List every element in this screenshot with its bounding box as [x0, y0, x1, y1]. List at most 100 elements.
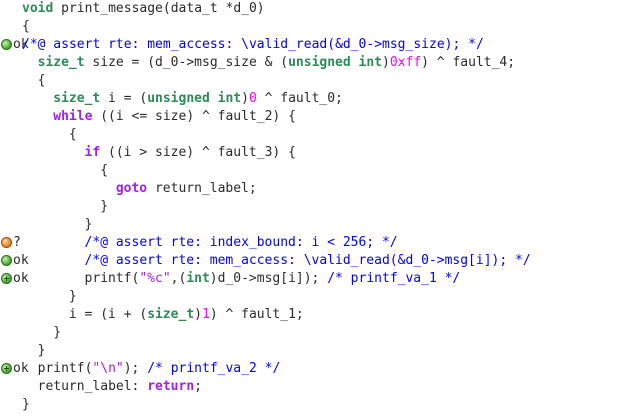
code-line[interactable]: } [0, 324, 627, 342]
code-text: } [85, 216, 93, 234]
status-label: ok [13, 271, 29, 286]
type-token: void [22, 1, 54, 16]
number-token: 0 [248, 91, 257, 106]
string-token: "\n" [92, 361, 124, 376]
code-line[interactable]: } [0, 216, 627, 234]
status-gutter[interactable]: ok [0, 36, 38, 54]
code-line[interactable]: return_label: return; [0, 378, 627, 396]
code-token: ) [194, 307, 202, 322]
type-token: unsigned int [147, 91, 242, 106]
status-gutter[interactable]: ok [0, 360, 38, 378]
comment-token: /*@ assert rte: index_bound: i < 256; */ [84, 235, 398, 250]
keyword-token: while [53, 109, 93, 124]
comment-token: /*@ assert rte: mem_access: \valid_read(… [22, 37, 484, 52]
ok-status-icon[interactable] [1, 255, 12, 266]
code-text: goto return_label; [116, 180, 257, 198]
number-token: 1 [201, 307, 210, 322]
code-token: { [68, 127, 77, 142]
status-label: ok [13, 37, 29, 52]
code-line[interactable]: goto return_label; [0, 180, 627, 198]
code-token: ) [382, 55, 390, 70]
code-line[interactable]: ? /*@ assert rte: index_bound: i < 256; *… [0, 234, 627, 252]
code-line[interactable]: ok printf("\n"); /* printf_va_2 */ [0, 360, 627, 378]
code-text: } [69, 288, 77, 306]
code-line[interactable]: size_t i = (unsigned int)0 ^ fault_0; [0, 90, 627, 108]
code-token: printf( [84, 271, 140, 286]
code-token: ; [194, 379, 202, 394]
code-token: printf( [37, 361, 93, 376]
code-token: } [84, 217, 93, 232]
code-text: printf("%c",(int)d_0->msg[i]); /* printf… [85, 270, 461, 288]
keyword-token: return [147, 379, 195, 394]
status-label: ok [13, 361, 29, 376]
code-line[interactable]: } [0, 342, 627, 360]
status-gutter[interactable]: ? [0, 234, 38, 252]
code-token: ,( [170, 271, 187, 286]
ok-plus-status-icon[interactable] [1, 273, 12, 284]
type-token: size_t [147, 307, 195, 322]
status-label: ? [13, 235, 21, 250]
code-line[interactable]: { [0, 18, 627, 36]
code-text: void print_message(data_t *d_0) [22, 0, 265, 18]
comment-token: /* printf_va_1 */ [327, 271, 461, 286]
code-token: ) ^ fault_1; [209, 307, 304, 322]
code-token: ((i <= size) ^ fault_2) { [92, 109, 296, 124]
status-gutter[interactable]: ok [0, 252, 38, 270]
code-text: /*@ assert rte: mem_access: \valid_read(… [85, 252, 531, 270]
code-text: } [22, 396, 30, 414]
code-line[interactable]: i = (i + (size_t)1) ^ fault_1; [0, 306, 627, 324]
type-token: int [186, 271, 210, 286]
code-text: /*@ assert rte: mem_access: \valid_read(… [22, 36, 484, 54]
code-token: { [37, 73, 46, 88]
code-line[interactable]: void print_message(data_t *d_0) [0, 0, 627, 18]
code-line[interactable]: } [0, 396, 627, 414]
code-token: ); [123, 361, 148, 376]
type-token: unsigned int [288, 55, 383, 70]
comment-token: /* printf_va_2 */ [147, 361, 281, 376]
code-token: size = (d_0->msg_size & ( [84, 55, 289, 70]
code-line[interactable]: { [0, 162, 627, 180]
code-line[interactable]: } [0, 288, 627, 306]
code-line[interactable]: while ((i <= size) ^ fault_2) { [0, 108, 627, 126]
code-token: ) ^ fault_4; [421, 55, 516, 70]
code-token: ^ fault_0; [256, 91, 343, 106]
keyword-token: goto [115, 181, 148, 196]
status-gutter[interactable]: ok [0, 270, 38, 288]
code-token: } [68, 289, 77, 304]
ok-plus-status-icon[interactable] [1, 363, 12, 374]
code-token: i = (i + ( [68, 307, 148, 322]
status-label: ok [13, 253, 29, 268]
code-token: } [100, 199, 109, 214]
code-token: ) [241, 91, 249, 106]
code-line[interactable]: { [0, 72, 627, 90]
code-text: if ((i > size) ^ fault_3) { [85, 144, 296, 162]
code-text: } [38, 342, 46, 360]
string-token: "%c" [139, 271, 171, 286]
code-line[interactable]: ok/*@ assert rte: mem_access: \valid_rea… [0, 36, 627, 54]
code-line[interactable]: } [0, 198, 627, 216]
code-text: return_label: return; [38, 378, 202, 396]
code-token: { [22, 19, 30, 34]
code-text: } [100, 198, 108, 216]
ok-status-icon[interactable] [1, 39, 12, 50]
unknown-status-icon[interactable] [1, 237, 12, 248]
code-text: } [53, 324, 61, 342]
code-text: { [38, 72, 46, 90]
keyword-token: if [84, 145, 101, 160]
code-token: } [22, 397, 30, 412]
code-token: print_message(data_t *d_0) [53, 1, 265, 16]
code-line[interactable]: size_t size = (d_0->msg_size & (unsigned… [0, 54, 627, 72]
number-token: 0xff [389, 55, 422, 70]
code-token: } [53, 325, 62, 340]
code-line[interactable]: ok /*@ assert rte: mem_access: \valid_rea… [0, 252, 627, 270]
code-line[interactable]: if ((i > size) ^ fault_3) { [0, 144, 627, 162]
code-text: /*@ assert rte: index_bound: i < 256; */ [85, 234, 398, 252]
code-line[interactable]: ok printf("%c",(int)d_0->msg[i]); /* prin… [0, 270, 627, 288]
code-text: { [69, 126, 77, 144]
code-token: )d_0->msg[i]); [209, 271, 328, 286]
code-text: { [22, 18, 30, 36]
code-line[interactable]: { [0, 126, 627, 144]
code-token: return_label; [147, 181, 257, 196]
code-text: size_t i = (unsigned int)0 ^ fault_0; [53, 90, 343, 108]
